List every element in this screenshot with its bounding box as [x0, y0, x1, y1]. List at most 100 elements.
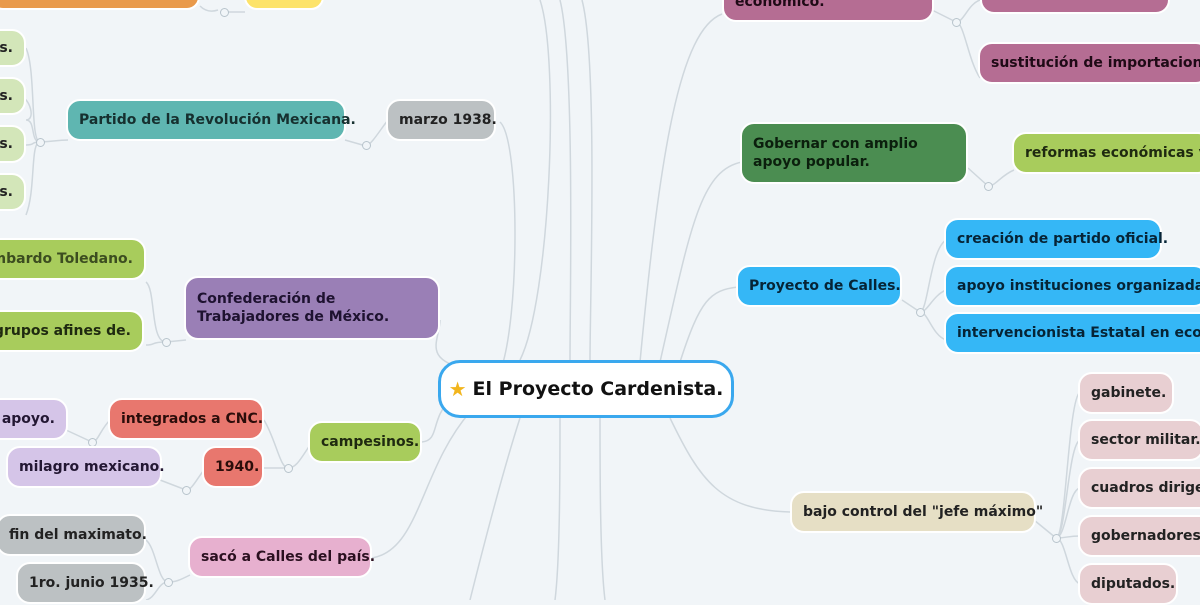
- ctm-subtopic[interactable]: grupos afines de.: [0, 310, 144, 352]
- jefe-subtopic[interactable]: gabinete.: [1078, 372, 1174, 414]
- proyecto-calles-topic[interactable]: Proyecto de Calles.: [736, 265, 902, 307]
- intervencionista-subtopic[interactable]: intervencionista Estatal en economía.: [944, 312, 1200, 354]
- prm-subtopic[interactable]: os.: [0, 125, 26, 163]
- collapse-toggle[interactable]: [220, 8, 229, 17]
- ctm-topic-label: Confederación de Trabajadores de México.: [197, 291, 390, 325]
- central-topic-label: El Proyecto Cardenista.: [472, 378, 724, 400]
- connector: [519, 0, 552, 361]
- creacion-subtopic[interactable]: creación de partido oficial.: [944, 218, 1168, 260]
- cnc-label: integrados a CNC.: [121, 411, 264, 427]
- connector: [669, 417, 791, 513]
- topic-node-orange[interactable]: [0, 0, 200, 10]
- connector: [371, 411, 471, 559]
- apoyo-label: e apoyo.: [0, 411, 55, 427]
- instituciones-label: apoyo instituciones organizadas.: [957, 278, 1200, 294]
- jefe-subtopic[interactable]: cuadros dirigentes.: [1078, 467, 1200, 509]
- gobernar-topic[interactable]: Gobernar con amplio apoyo popular.: [740, 122, 968, 184]
- collapse-toggle[interactable]: [164, 578, 173, 587]
- jefe-subtopic-label: gabinete.: [1091, 385, 1167, 401]
- jefe-subtopic-label: cuadros dirigentes.: [1091, 480, 1200, 496]
- jefe-subtopic[interactable]: gobernadores de: [1078, 515, 1200, 557]
- campesinos-label: campesinos.: [321, 434, 420, 450]
- connector: [659, 161, 743, 363]
- sustitucion-label: sustitución de importaciones.: [991, 55, 1200, 71]
- jefe-subtopic[interactable]: sector militar.: [1078, 419, 1200, 461]
- connector: [581, 0, 593, 361]
- collapse-toggle[interactable]: [1052, 534, 1061, 543]
- connector: [1055, 537, 1081, 585]
- prm-topic[interactable]: Partido de la Revolución Mexicana.: [66, 99, 356, 141]
- jefe-maximo-label: bajo control del "jefe máximo": [803, 504, 1044, 520]
- junio-1935-subtopic[interactable]: 1ro. junio 1935.: [16, 562, 154, 604]
- jefe-maximo-topic[interactable]: bajo control del "jefe máximo": [790, 491, 1043, 533]
- reformas-label: reformas económicas y so: [1025, 145, 1200, 161]
- central-topic[interactable]: ★ El Proyecto Cardenista.: [438, 360, 734, 418]
- calles-out-label: sacó a Calles del país.: [201, 549, 376, 565]
- connector: [919, 311, 947, 341]
- prm-subtopic[interactable]: os.: [0, 29, 26, 67]
- connector: [499, 121, 516, 373]
- connector: [559, 0, 572, 361]
- collapse-toggle[interactable]: [36, 138, 45, 147]
- economico-topic[interactable]: económico.: [722, 0, 934, 22]
- economico-label: económico.: [735, 0, 825, 10]
- prm-subtopic-label: os.: [0, 88, 13, 104]
- marzo-1938-label: marzo 1938.: [399, 112, 497, 128]
- collapse-toggle[interactable]: [284, 464, 293, 473]
- prm-subtopic-label: os.: [0, 40, 13, 56]
- year-1940-topic[interactable]: 1940.: [202, 446, 264, 488]
- gobernar-label: Gobernar con amplio apoyo popular.: [753, 136, 918, 170]
- connector: [145, 281, 167, 343]
- apoyo-subtopic[interactable]: e apoyo.: [0, 398, 68, 440]
- connector: [679, 286, 739, 363]
- connector: [25, 141, 41, 216]
- connector: [19, 95, 41, 143]
- ctm-subtopic[interactable]: mbardo Toledano.: [0, 238, 146, 280]
- jefe-subtopic-label: gobernadores de: [1091, 528, 1200, 544]
- collapse-toggle[interactable]: [362, 141, 371, 150]
- collapse-toggle[interactable]: [916, 308, 925, 317]
- calles-out-topic[interactable]: sacó a Calles del país.: [188, 536, 376, 578]
- milagro-label: milagro mexicano.: [19, 459, 165, 475]
- collapse-toggle[interactable]: [182, 486, 191, 495]
- connector: [1055, 391, 1081, 539]
- connector: [469, 417, 521, 600]
- connector: [639, 13, 723, 363]
- fin-maximato-subtopic[interactable]: fin del maximato.: [0, 514, 147, 556]
- connector: [599, 417, 606, 600]
- jefe-subtopic-label: sector militar.: [1091, 432, 1200, 448]
- connector: [554, 417, 561, 600]
- prm-subtopic[interactable]: os.: [0, 77, 26, 115]
- collapse-toggle[interactable]: [984, 182, 993, 191]
- jefe-subtopic-label: diputados.: [1091, 576, 1176, 592]
- collapse-toggle[interactable]: [952, 18, 961, 27]
- sustitucion-subtopic[interactable]: sustitución de importaciones.: [978, 42, 1200, 84]
- topic-node-yellow[interactable]: [244, 0, 324, 10]
- milagro-subtopic[interactable]: milagro mexicano.: [6, 446, 165, 488]
- star-icon: ★: [448, 377, 467, 401]
- junio-1935-label: 1ro. junio 1935.: [29, 575, 154, 591]
- cnc-topic[interactable]: integrados a CNC.: [108, 398, 264, 440]
- intervencionista-label: intervencionista Estatal en economía.: [957, 325, 1200, 341]
- campesinos-topic[interactable]: campesinos.: [308, 421, 422, 463]
- ctm-topic[interactable]: Confederación de Trabajadores de México.: [184, 276, 440, 340]
- connector: [199, 5, 219, 12]
- creacion-label: creación de partido oficial.: [957, 231, 1169, 247]
- ctm-subtopic-label: mbardo Toledano.: [0, 251, 133, 267]
- prm-subtopic[interactable]: es.: [0, 173, 26, 211]
- prm-topic-label: Partido de la Revolución Mexicana.: [79, 112, 356, 128]
- prm-subtopic-label: es.: [0, 184, 13, 200]
- economico-subtopic[interactable]: [980, 0, 1170, 14]
- connector: [955, 21, 981, 79]
- fin-maximato-label: fin del maximato.: [9, 527, 147, 543]
- marzo-1938-topic[interactable]: marzo 1938.: [386, 99, 497, 141]
- connector: [263, 419, 289, 469]
- reformas-subtopic[interactable]: reformas económicas y so: [1012, 132, 1200, 174]
- instituciones-subtopic[interactable]: apoyo instituciones organizadas.: [944, 265, 1200, 307]
- collapse-toggle[interactable]: [162, 338, 171, 347]
- jefe-subtopic[interactable]: diputados.: [1078, 563, 1178, 605]
- year-1940-label: 1940.: [215, 459, 260, 475]
- prm-subtopic-label: os.: [0, 136, 13, 152]
